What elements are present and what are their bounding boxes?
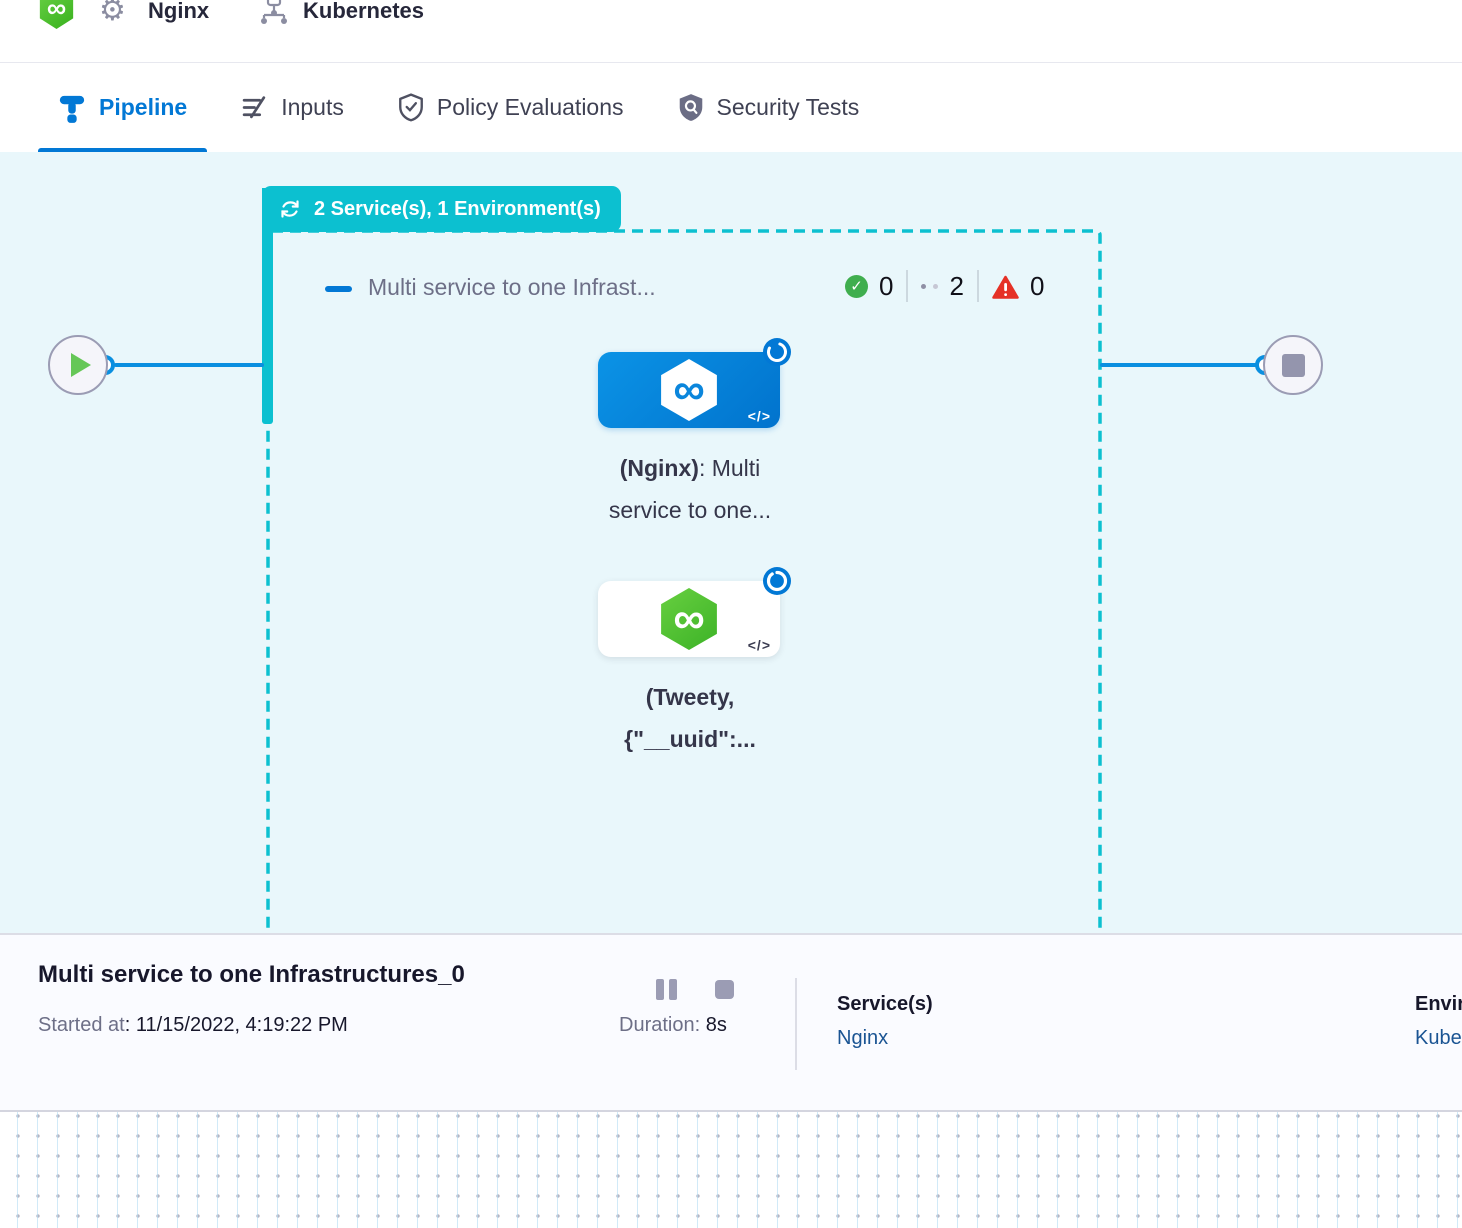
shield-scan-icon — [678, 93, 704, 122]
nginx-node-label: (Nginx): Multi service to one... — [608, 455, 772, 523]
spinner-icon — [762, 337, 792, 367]
stage-group-badge[interactable]: 2 Service(s), 1 Environment(s) — [262, 186, 621, 232]
harness-infinity-icon: ∞ — [661, 588, 717, 650]
tweety-service-node[interactable]: ∞ </> — [598, 581, 780, 657]
duration: Duration: 8s — [619, 1014, 727, 1037]
tab-pipeline[interactable]: Pipeline — [38, 63, 208, 152]
kubernetes-icon — [259, 0, 289, 26]
status-separator — [976, 270, 979, 302]
started-at-label: Started at — [38, 1014, 125, 1036]
tab-label: Pipeline — [99, 94, 188, 120]
duration-value: 8s — [705, 1014, 727, 1036]
pipeline-icon — [58, 92, 86, 124]
services-label: Service(s) — [837, 993, 933, 1015]
stop-button[interactable] — [715, 980, 734, 999]
environments-value-link[interactable]: Kubernetes — [1415, 1027, 1462, 1049]
stop-icon — [1281, 353, 1305, 377]
execution-title: Multi service to one Infrastructures_0 — [38, 961, 465, 988]
link-stage-to-end — [1100, 363, 1265, 367]
collapse-stage-button[interactable] — [325, 286, 352, 292]
tab-inputs[interactable]: Inputs — [221, 63, 364, 152]
code-icon: </> — [747, 637, 771, 653]
dot-grid-canvas[interactable] — [0, 1110, 1462, 1228]
failed-count: 0 — [1029, 270, 1045, 301]
started-at: Started at: 11/15/2022, 4:19:22 PM — [38, 1014, 348, 1037]
infinity-glyph: ∞ — [46, 0, 67, 23]
nginx-service-node[interactable]: ∞ </> — [598, 352, 780, 428]
tab-label: Security Tests — [716, 94, 860, 120]
status-separator — [906, 270, 909, 302]
tab-security-tests[interactable]: Security Tests — [658, 63, 880, 152]
started-at-value: : 11/15/2022, 4:19:22 PM — [124, 1014, 348, 1036]
error-triangle-icon — [992, 275, 1019, 300]
entity-header-bar: ∞ ⚙ Nginx Kubernetes — [0, 0, 1462, 63]
link-start-to-stage — [114, 363, 264, 367]
gear-icon: ⚙ — [99, 0, 126, 27]
stage-group-badge-label: 2 Service(s), 1 Environment(s) — [314, 197, 601, 220]
footer-divider — [795, 978, 797, 1070]
execution-tab-bar: Pipeline Inputs Policy Evaluations — [0, 63, 1462, 152]
code-icon: </> — [747, 408, 771, 424]
stage-title[interactable]: Multi service to one Infrast... — [368, 274, 656, 300]
running-count: 2 — [949, 270, 964, 301]
inputs-icon — [241, 94, 268, 121]
stage-group-border — [266, 229, 1104, 1009]
play-icon — [71, 353, 91, 377]
shield-check-icon — [398, 93, 424, 122]
spinner-icon — [762, 566, 792, 596]
pipeline-start-node — [48, 335, 108, 395]
execution-summary-bar: Multi service to one Infrastructures_0 S… — [0, 933, 1462, 1112]
pipeline-end-node — [1263, 335, 1323, 395]
environment-name[interactable]: Kubernetes — [303, 0, 425, 23]
loop-icon — [278, 197, 302, 221]
harness-infinity-icon: ∞ — [661, 359, 717, 421]
services-value-link[interactable]: Nginx — [837, 1027, 889, 1049]
success-count: 0 — [879, 270, 894, 301]
service-name[interactable]: Nginx — [148, 0, 210, 23]
tab-policy-evaluations[interactable]: Policy Evaluations — [378, 63, 644, 152]
harness-service-icon: ∞ — [39, 0, 74, 29]
environments-label: Environment(s) — [1415, 993, 1462, 1015]
success-check-icon: ✓ — [845, 274, 868, 298]
tab-label: Inputs — [281, 94, 344, 120]
pipeline-canvas[interactable]: 2 Service(s), 1 Environment(s) Multi ser… — [0, 152, 1462, 1005]
tweety-node-label: (Tweety, {"__uuid":... — [624, 684, 756, 752]
duration-label: Duration: — [619, 1014, 701, 1036]
running-dots-icon — [921, 283, 939, 289]
pause-button[interactable] — [656, 979, 677, 1000]
tab-label: Policy Evaluations — [436, 94, 624, 120]
stage-status-row: ✓ 0 2 0 — [845, 270, 1044, 302]
